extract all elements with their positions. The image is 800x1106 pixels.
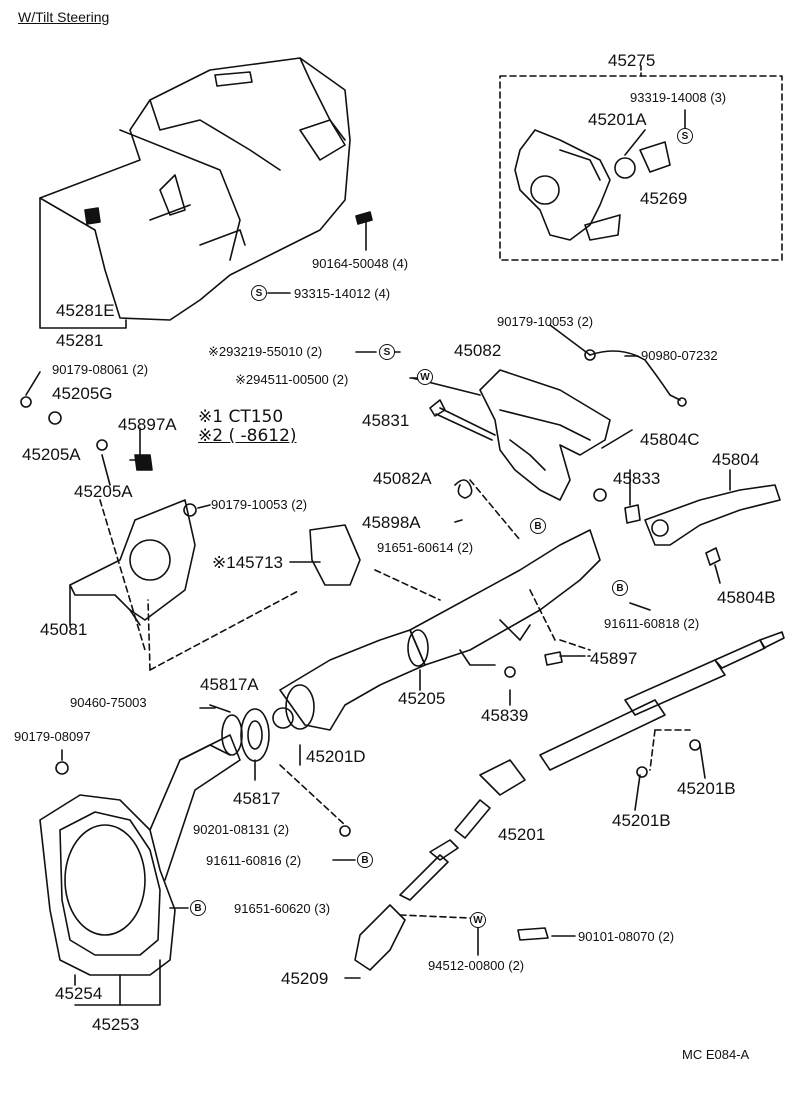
part-label-90460: 90460-75003 xyxy=(70,695,147,710)
dust-boot-illustration xyxy=(39,734,241,976)
diagram-title: W/Tilt Steering xyxy=(18,9,110,25)
column-tube-illustration xyxy=(279,529,601,731)
model-note-2: ※2 ( -8612) xyxy=(198,426,297,446)
column-cover-illustration xyxy=(39,57,351,321)
symbol-s-badge: S xyxy=(251,285,267,301)
part-label-91611-60816: 91611-60816 (2) xyxy=(206,853,302,868)
part-label-45201A: 45201A xyxy=(588,110,647,129)
leader-bracket-45253 xyxy=(74,959,161,1006)
part-label-45839: 45839 xyxy=(481,706,529,725)
part-label-45205A-left: 45205A xyxy=(22,445,81,464)
part-label-93319: 93319-14008 (3) xyxy=(630,90,727,105)
bearing-45817-illustration xyxy=(221,707,294,762)
ignition-switch-illustration xyxy=(514,129,671,241)
part-label-45253: 45253 xyxy=(92,1015,140,1034)
bolt-90101 xyxy=(517,927,549,941)
part-label-90179-08097: 90179-08097 xyxy=(14,729,91,744)
part-label-45804: 45804 xyxy=(712,450,760,469)
part-label-93219: ※293219-55010 (2) xyxy=(208,344,323,359)
part-label-45713: ※145713 xyxy=(212,553,283,572)
symbol-b-badge: B xyxy=(612,580,628,596)
part-label-93315: 93315-14012 (4) xyxy=(294,286,391,301)
symbol-b-badge: B xyxy=(357,852,373,868)
part-label-45275: 45275 xyxy=(608,51,656,70)
symbol-w-badge: W xyxy=(470,912,486,928)
part-label-90179-10053-mid: 90179-10053 (2) xyxy=(211,497,308,512)
part-label-45205G: 45205G xyxy=(52,384,113,403)
part-label-45201D: 45201D xyxy=(306,747,366,766)
part-label-45817A: 45817A xyxy=(200,675,259,694)
part-label-45254: 45254 xyxy=(55,984,103,1003)
diagram-code: MC E084-A xyxy=(682,1047,750,1062)
bracket-45081-illustration xyxy=(69,499,196,626)
spring-45082A xyxy=(454,479,473,499)
model-note-1: ※1 CT150 xyxy=(198,407,284,427)
part-label-45201B-left: 45201B xyxy=(612,811,671,830)
part-label-91611-60818: 91611-60818 (2) xyxy=(604,616,700,631)
part-label-45201: 45201 xyxy=(498,825,546,844)
nut-45833 xyxy=(624,504,641,524)
part-label-45831: 45831 xyxy=(362,411,410,430)
leader-lines xyxy=(25,292,731,979)
wire-harness-line xyxy=(589,350,681,401)
upper-bracket-illustration xyxy=(479,369,611,501)
projection-lines xyxy=(99,479,691,919)
symbol-b-badge: B xyxy=(530,518,546,534)
part-label-45081: 45081 xyxy=(40,620,88,639)
part-label-45209: 45209 xyxy=(281,969,329,988)
part-label-90179-08061: 90179-08061 (2) xyxy=(52,362,149,377)
bolt-45831-illustration xyxy=(429,399,496,441)
symbol-s-badge: S xyxy=(677,128,693,144)
symbol-s-badge: S xyxy=(379,344,395,360)
symbol-b-badge: B xyxy=(190,900,206,916)
universal-joint-illustration xyxy=(354,839,459,971)
part-label-45269: 45269 xyxy=(640,189,688,208)
part-label-45082A: 45082A xyxy=(373,469,432,488)
part-label-90164: 90164-50048 (4) xyxy=(312,256,409,271)
leader-bracket-45281 xyxy=(39,197,127,329)
screw-90164-illustration xyxy=(355,211,373,251)
bolt-45804B xyxy=(705,547,721,566)
steering-shaft-illustration xyxy=(454,631,785,839)
tilt-lever-illustration xyxy=(644,484,781,546)
part-label-94511: ※294511-00500 (2) xyxy=(235,372,349,387)
part-label-90201: 90201-08131 (2) xyxy=(193,822,290,837)
part-label-90101: 90101-08070 (2) xyxy=(578,929,675,944)
part-label-45804C: 45804C xyxy=(640,430,700,449)
part-label-45281E: 45281E xyxy=(56,301,115,320)
part-label-90179-10053-top: 90179-10053 (2) xyxy=(497,314,594,329)
part-label-94512: 94512-00800 (2) xyxy=(428,958,525,973)
mount-45713 xyxy=(309,524,361,586)
part-label-45897A: 45897A xyxy=(118,415,177,434)
washer-45804C xyxy=(593,488,607,502)
part-label-45281: 45281 xyxy=(56,331,104,350)
part-label-45897: 45897 xyxy=(590,649,638,668)
part-label-91651-60614: 91651-60614 (2) xyxy=(377,540,474,555)
part-label-45817: 45817 xyxy=(233,789,281,808)
part-label-45205A-mid: 45205A xyxy=(74,482,133,501)
part-label-45833: 45833 xyxy=(613,469,661,488)
part-label-91651-60620: 91651-60620 (3) xyxy=(234,901,331,916)
part-label-90980: 90980-07232 xyxy=(641,348,718,363)
part-label-45898A: 45898A xyxy=(362,513,421,532)
symbol-w-badge: W xyxy=(417,369,433,385)
part-label-45804B: 45804B xyxy=(717,588,776,607)
part-label-45201B-right: 45201B xyxy=(677,779,736,798)
part-label-45205: 45205 xyxy=(398,689,446,708)
part-label-45082: 45082 xyxy=(454,341,502,360)
